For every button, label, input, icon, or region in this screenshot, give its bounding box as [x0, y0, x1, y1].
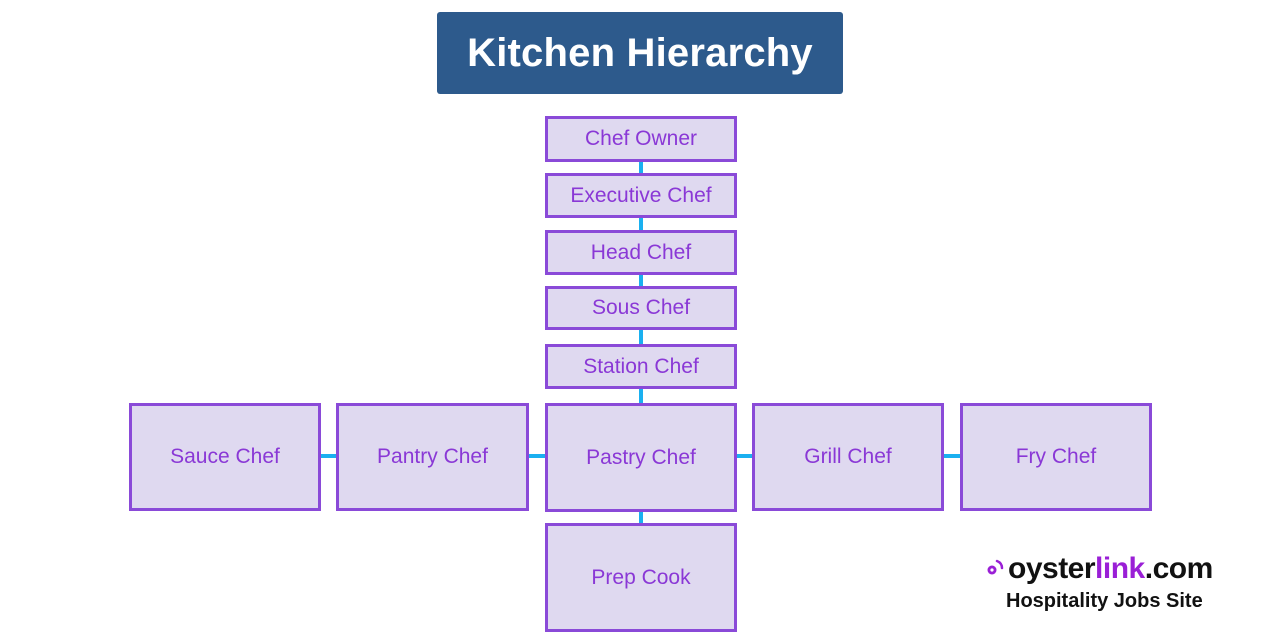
- node-label: Grill Chef: [804, 445, 892, 468]
- node-pantry-chef: Pantry Chef: [336, 403, 529, 511]
- node-label: Station Chef: [583, 354, 699, 378]
- node-head-chef: Head Chef: [545, 230, 737, 275]
- diagram-title: Kitchen Hierarchy: [467, 30, 813, 75]
- oyster-icon: [987, 559, 1004, 575]
- node-chef-owner: Chef Owner: [545, 116, 737, 162]
- node-label: Chef Owner: [584, 127, 698, 150]
- node-sous-chef: Sous Chef: [545, 286, 737, 330]
- node-sauce-chef: Sauce Chef: [129, 403, 321, 511]
- node-label: Prep Cook: [591, 565, 691, 589]
- logo-word-suffix: .com: [1144, 552, 1214, 585]
- node-label: Head Chef: [590, 240, 692, 264]
- node-label: Fry Chef: [1015, 445, 1097, 468]
- node-label: Pantry Chef: [377, 445, 488, 468]
- node-label: Sous Chef: [591, 296, 691, 319]
- node-executive-chef: Executive Chef: [545, 173, 737, 218]
- logo-word-main: oyster: [1008, 552, 1096, 585]
- node-prep-cook: Prep Cook: [545, 523, 737, 632]
- node-fry-chef: Fry Chef: [960, 403, 1152, 511]
- node-label: Pastry Chef: [586, 445, 696, 469]
- logo-tagline: Hospitality Jobs Site: [1006, 590, 1203, 612]
- node-grill-chef: Grill Chef: [752, 403, 944, 511]
- node-pastry-chef: Pastry Chef: [545, 403, 737, 512]
- node-label: Sauce Chef: [170, 445, 280, 468]
- diagram-title-banner: Kitchen Hierarchy: [437, 12, 843, 94]
- node-label: Executive Chef: [570, 183, 712, 207]
- node-station-chef: Station Chef: [545, 344, 737, 389]
- logo-word-accent: link: [1095, 552, 1145, 585]
